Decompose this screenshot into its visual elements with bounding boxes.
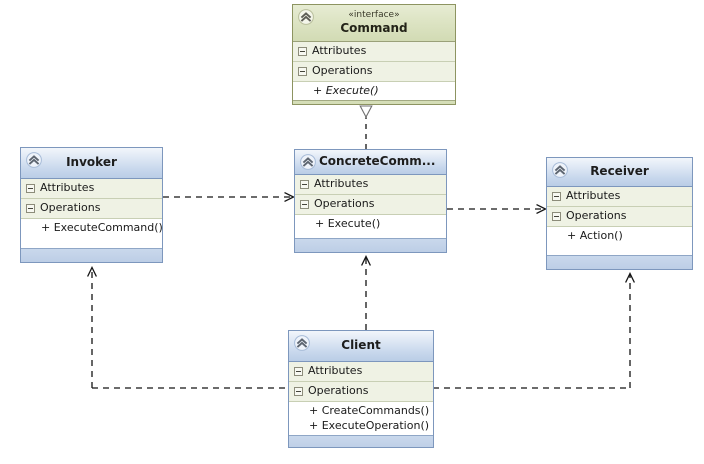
collapse-toggle-icon[interactable] — [26, 203, 35, 213]
class-box-concretecommand[interactable]: ConcreteComm... Attributes Operations + … — [294, 149, 447, 253]
compartment-attributes-invoker[interactable]: Attributes — [21, 179, 162, 199]
chevron-up-double-icon — [300, 154, 316, 170]
compartment-label: Attributes — [312, 44, 367, 57]
compartment-label: Operations — [314, 197, 375, 210]
member-list-receiver: + Action() — [547, 227, 692, 255]
class-box-client[interactable]: Client Attributes Operations + CreateCom… — [288, 330, 434, 448]
compartment-label: Attributes — [40, 181, 95, 194]
class-box-command[interactable]: «interface» Command Attributes Operation… — [292, 4, 456, 105]
class-footer-receiver — [547, 255, 692, 269]
compartment-attributes-concretecommand[interactable]: Attributes — [295, 175, 446, 195]
class-title-command: Command — [340, 21, 408, 35]
class-title-invoker: Invoker — [66, 155, 117, 169]
class-header-invoker: Invoker — [21, 148, 162, 179]
compartment-attributes-command[interactable]: Attributes — [293, 42, 455, 62]
class-header-receiver: Receiver — [547, 158, 692, 187]
chevron-up-double-icon — [298, 9, 314, 25]
collapse-toggle-icon[interactable] — [552, 211, 561, 221]
class-header-concretecommand: ConcreteComm... — [295, 150, 446, 175]
member-item[interactable]: + CreateCommands() — [309, 404, 430, 417]
member-item[interactable]: + Execute() — [315, 217, 381, 230]
collapse-toggle-icon[interactable] — [300, 179, 309, 189]
class-title-concretecommand: ConcreteComm... — [319, 154, 436, 168]
collapse-toggle-icon[interactable] — [294, 366, 303, 376]
compartment-operations-receiver[interactable]: Operations — [547, 207, 692, 227]
collapse-toggle-icon[interactable] — [552, 191, 561, 201]
class-footer-command — [293, 100, 455, 104]
collapse-toggle-icon[interactable] — [300, 199, 309, 209]
compartment-label: Attributes — [308, 364, 363, 377]
compartment-operations-concretecommand[interactable]: Operations — [295, 195, 446, 215]
compartment-attributes-client[interactable]: Attributes — [289, 362, 433, 382]
member-item[interactable]: + Action() — [567, 229, 623, 242]
class-header-client: Client — [289, 331, 433, 362]
class-title-receiver: Receiver — [590, 164, 649, 178]
member-item[interactable]: + Execute() — [313, 84, 379, 97]
member-item[interactable]: + ExecuteOperation() — [309, 419, 430, 432]
member-list-client: + CreateCommands() + ExecuteOperation() — [289, 402, 433, 435]
member-item[interactable]: + ExecuteCommand() — [41, 221, 163, 234]
class-stereotype-command: «interface» — [348, 10, 400, 20]
chevron-up-double-icon — [26, 152, 42, 168]
compartment-label: Operations — [40, 201, 101, 214]
compartment-operations-client[interactable]: Operations — [289, 382, 433, 402]
compartment-operations-command[interactable]: Operations — [293, 62, 455, 82]
class-footer-concretecommand — [295, 238, 446, 252]
collapse-toggle-icon[interactable] — [26, 183, 35, 193]
class-footer-client — [289, 435, 433, 447]
chevron-up-double-icon — [294, 335, 310, 351]
collapse-toggle-icon[interactable] — [294, 386, 303, 396]
compartment-label: Operations — [308, 384, 369, 397]
compartment-attributes-receiver[interactable]: Attributes — [547, 187, 692, 207]
member-list-concretecommand: + Execute() — [295, 215, 446, 238]
collapse-toggle-icon[interactable] — [298, 46, 307, 56]
compartment-label: Attributes — [314, 177, 369, 190]
class-footer-invoker — [21, 248, 162, 262]
member-list-command: + Execute() — [293, 82, 455, 100]
chevron-up-double-icon — [552, 162, 568, 178]
compartment-operations-invoker[interactable]: Operations — [21, 199, 162, 219]
compartment-label: Attributes — [566, 189, 621, 202]
compartment-label: Operations — [312, 64, 373, 77]
class-title-client: Client — [341, 338, 381, 352]
class-header-command: «interface» Command — [293, 5, 455, 42]
collapse-toggle-icon[interactable] — [298, 66, 307, 76]
class-box-invoker[interactable]: Invoker Attributes Operations + ExecuteC… — [20, 147, 163, 263]
member-list-invoker: + ExecuteCommand() — [21, 219, 162, 248]
class-box-receiver[interactable]: Receiver Attributes Operations + Action(… — [546, 157, 693, 270]
compartment-label: Operations — [566, 209, 627, 222]
